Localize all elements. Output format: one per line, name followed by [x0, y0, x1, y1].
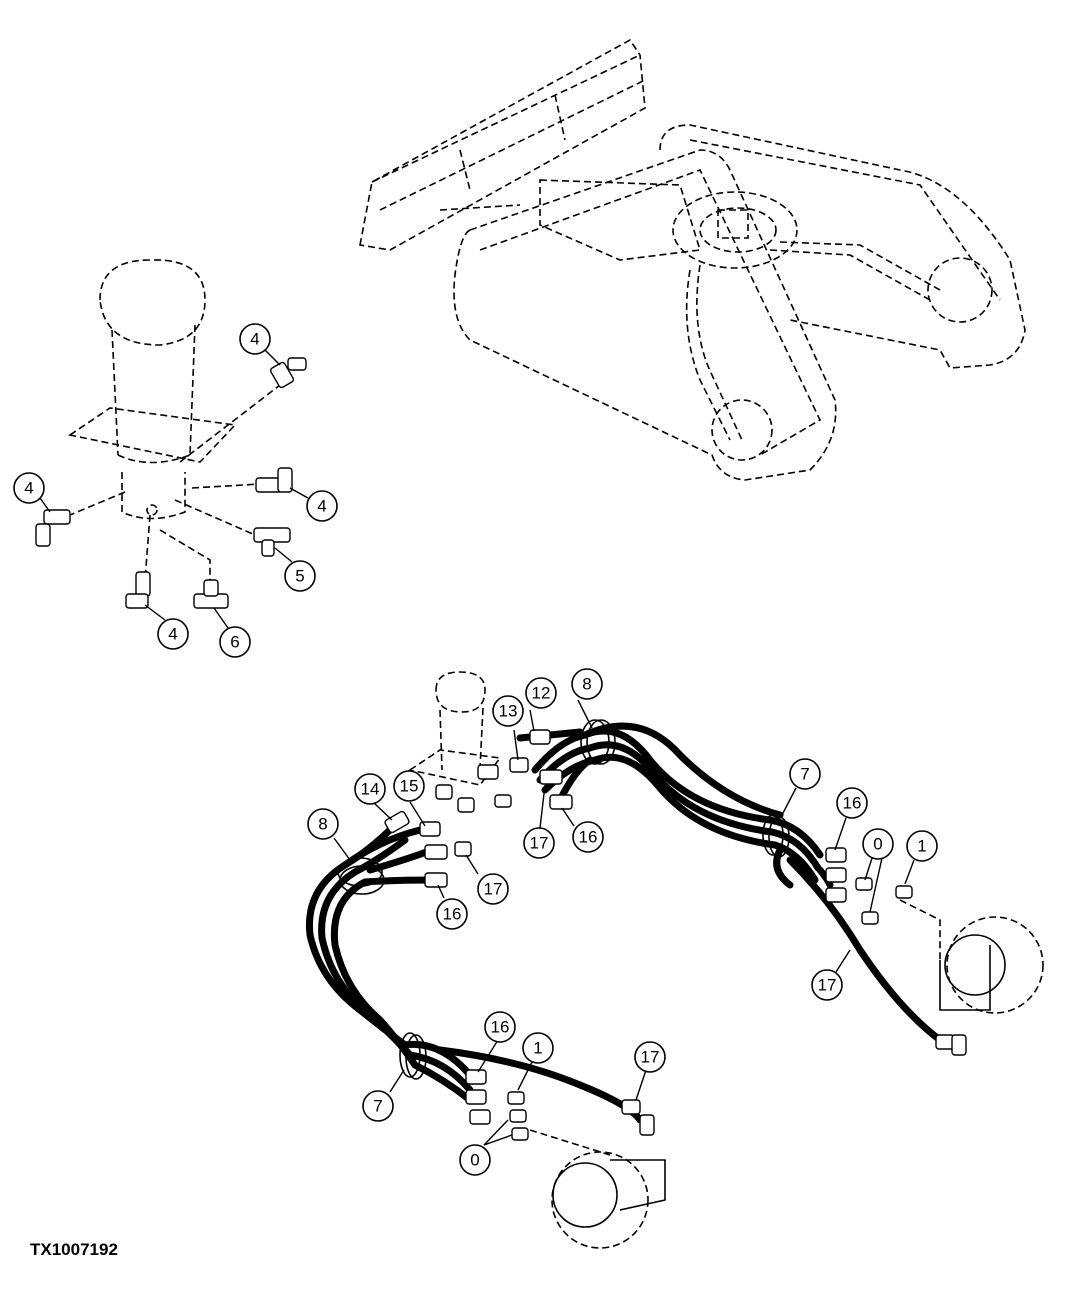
- fitting-4-left: [35, 509, 71, 547]
- hose-bundle-left: [305, 821, 436, 1069]
- callout-4: 4: [306, 490, 338, 522]
- clamp-8-left: [337, 857, 385, 895]
- callout-16: 16: [436, 898, 468, 930]
- svg-text:4: 4: [24, 479, 33, 498]
- drive-motor-right: [899, 899, 1044, 1014]
- callout-4: 4: [13, 472, 45, 504]
- svg-text:4: 4: [168, 625, 177, 644]
- svg-text:0: 0: [873, 835, 882, 854]
- callout-0: 0: [459, 1144, 491, 1176]
- svg-text:16: 16: [491, 1018, 510, 1037]
- svg-text:5: 5: [295, 567, 304, 586]
- svg-text:12: 12: [532, 684, 551, 703]
- callout-16: 16: [572, 821, 604, 853]
- svg-text:16: 16: [579, 828, 598, 847]
- svg-text:1: 1: [917, 837, 926, 856]
- svg-text:14: 14: [361, 780, 380, 799]
- svg-text:17: 17: [484, 880, 503, 899]
- svg-text:15: 15: [400, 777, 419, 796]
- svg-text:4: 4: [317, 497, 326, 516]
- svg-text:13: 13: [499, 702, 518, 721]
- callout-17: 17: [811, 969, 843, 1001]
- callout-8: 8: [571, 668, 603, 700]
- svg-text:8: 8: [582, 675, 591, 694]
- svg-text:8: 8: [318, 815, 327, 834]
- callout-13: 13: [492, 695, 524, 727]
- svg-text:6: 6: [230, 633, 239, 652]
- callout-17: 17: [523, 827, 555, 859]
- fitting-4-bottom: [125, 571, 151, 609]
- center-joint-exploded: [35, 259, 307, 609]
- leader-lines: [39, 349, 915, 1146]
- callout-1: 1: [906, 830, 938, 862]
- callout-14: 14: [354, 773, 386, 805]
- fitting-6-tee: [193, 579, 229, 609]
- hose-assembly: [305, 671, 1044, 1249]
- fitting-4-top: [269, 357, 307, 389]
- callout-4: 4: [157, 618, 189, 650]
- drive-motor-left: [529, 1129, 666, 1249]
- svg-text:17: 17: [530, 834, 549, 853]
- callout-0: 0: [862, 828, 894, 860]
- svg-text:16: 16: [443, 905, 462, 924]
- figure-id-label: TX1007192: [30, 1240, 118, 1259]
- clamp-7-right: [762, 814, 790, 858]
- undercarriage-illustration: [359, 38, 1026, 481]
- svg-text:4: 4: [250, 330, 259, 349]
- callout-16: 16: [484, 1011, 516, 1043]
- callout-17: 17: [477, 873, 509, 905]
- callout-7: 7: [789, 758, 821, 790]
- svg-text:7: 7: [800, 765, 809, 784]
- callout-12: 12: [525, 677, 557, 709]
- callout-7: 7: [362, 1090, 394, 1122]
- svg-text:0: 0: [470, 1151, 479, 1170]
- svg-text:1: 1: [533, 1039, 542, 1058]
- callout-8: 8: [307, 808, 339, 840]
- clamp-7-lower: [399, 1032, 427, 1080]
- clamp-8-upper: [580, 719, 616, 765]
- callout-17: 17: [634, 1041, 666, 1073]
- callout-6: 6: [219, 626, 251, 658]
- callout-4: 4: [239, 323, 271, 355]
- callout-1: 1: [522, 1032, 554, 1064]
- svg-text:16: 16: [843, 794, 862, 813]
- fitting-5-tee: [253, 527, 291, 557]
- fitting-4-right: [255, 467, 293, 493]
- callout-16: 16: [836, 787, 868, 819]
- svg-text:17: 17: [641, 1048, 660, 1067]
- callout-15: 15: [393, 770, 425, 802]
- callout-5: 5: [284, 560, 316, 592]
- svg-text:7: 7: [373, 1097, 382, 1116]
- svg-text:17: 17: [818, 976, 837, 995]
